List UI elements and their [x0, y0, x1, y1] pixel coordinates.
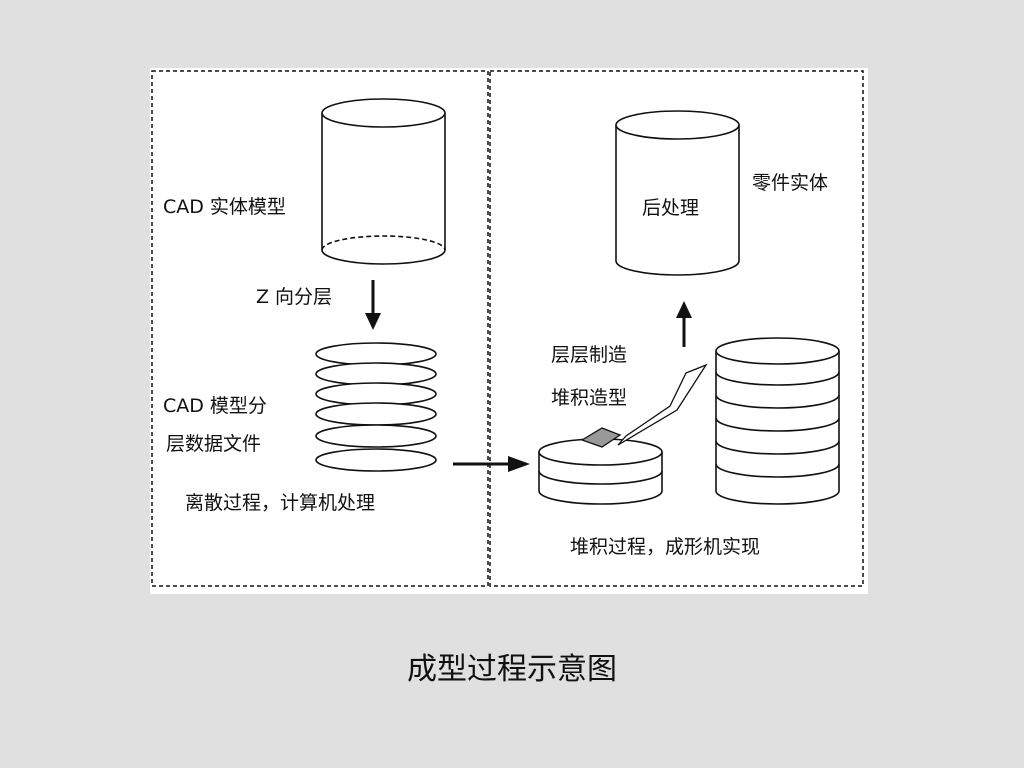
down-arrow-icon [365, 280, 381, 330]
deposition-nozzle-icon [580, 363, 708, 448]
label-cad-layer-file-line2: 层数据文件 [166, 433, 262, 455]
left-panel-border [151, 70, 489, 587]
up-arrow-icon [676, 301, 692, 347]
layered-part-cylinder [715, 337, 840, 505]
figure-caption: 成型过程示意图 [407, 652, 617, 687]
label-cad-layer-file-line1: CAD 模型分 [163, 395, 267, 417]
stacking-platform-cylinder [538, 438, 663, 505]
label-layer-manufacturing: 层层制造 [551, 344, 628, 366]
right-arrow-icon [453, 456, 530, 472]
label-z-slicing: Z 向分层 [256, 286, 333, 308]
forming-process-diagram: CAD 实体模型 Z 向分层 CAD 模型分 层数据文件 离散过程，计算机处理 … [150, 68, 868, 594]
label-stacking-process: 堆积过程，成形机实现 [570, 536, 761, 558]
label-stacking-forming: 堆积造型 [551, 387, 628, 409]
right-panel-border [489, 70, 864, 587]
label-post-processing: 后处理 [642, 197, 700, 219]
diagram-graphics [151, 70, 864, 587]
sliced-layers-stack [315, 342, 437, 472]
cad-solid-cylinder [321, 98, 446, 265]
label-part-solid: 零件实体 [752, 172, 829, 194]
label-discrete-process: 离散过程，计算机处理 [185, 492, 376, 514]
label-cad-solid-model: CAD 实体模型 [163, 196, 286, 218]
post-processing-cylinder [615, 110, 740, 276]
